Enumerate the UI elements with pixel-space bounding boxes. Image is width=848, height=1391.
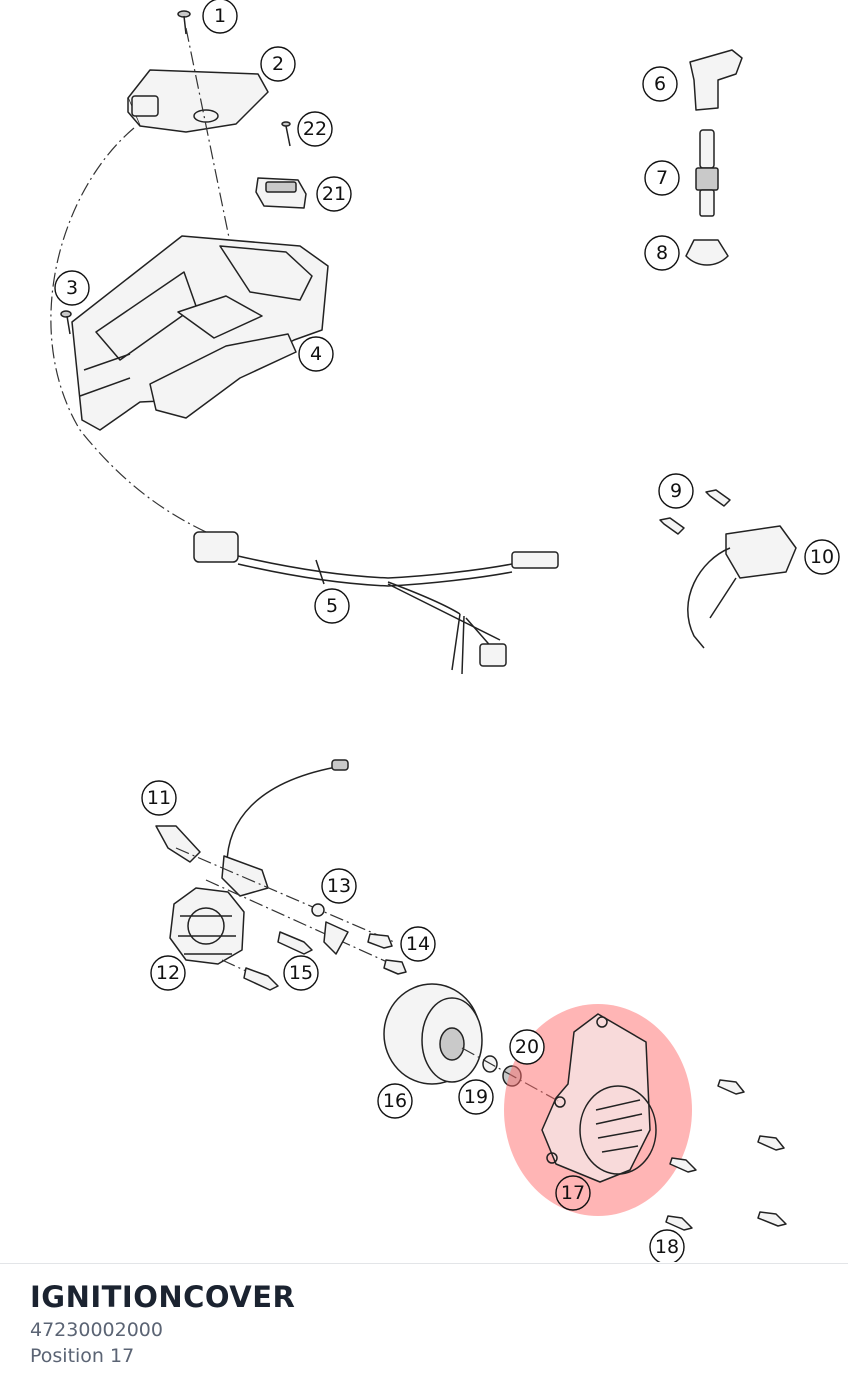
callout-20-circle	[509, 1029, 545, 1065]
callout-17-circle	[555, 1175, 591, 1211]
callout-9-label: 9	[670, 480, 682, 502]
callout-16[interactable]: 16	[377, 1083, 413, 1119]
callout-4-circle	[298, 336, 334, 372]
wiring-harness-drawing	[193, 531, 559, 675]
callout-1-label: 1	[214, 5, 226, 27]
callout-12-label: 12	[156, 962, 180, 984]
callout-4-label: 4	[310, 343, 322, 365]
rubber-holder-21-drawing	[255, 177, 307, 209]
callout-14[interactable]: 14	[400, 926, 436, 962]
callout-11-circle	[141, 780, 177, 816]
callout-9-circle	[658, 473, 694, 509]
callout-21[interactable]: 21	[316, 176, 352, 212]
cable-assembly-11-drawing	[155, 759, 349, 897]
callout-6[interactable]: 6	[642, 66, 678, 102]
callout-21-label: 21	[322, 183, 346, 205]
callout-6-label: 6	[654, 73, 666, 95]
callout-8[interactable]: 8	[644, 235, 680, 271]
callout-6-circle	[642, 66, 678, 102]
callout-14-label: 14	[406, 933, 430, 955]
callout-17-label: 17	[561, 1182, 585, 1204]
callout-7-circle	[644, 160, 680, 196]
sealing-ring-drawing	[685, 239, 729, 266]
bolts-15-drawing	[243, 931, 313, 991]
callout-22-label: 22	[303, 118, 327, 140]
callout-15[interactable]: 15	[283, 955, 319, 991]
callout-12[interactable]: 12	[150, 955, 186, 991]
part-position: Position 17	[30, 1345, 135, 1367]
spark-plug-drawing	[695, 129, 719, 217]
callout-10-circle	[804, 539, 840, 575]
callout-7-label: 7	[656, 167, 668, 189]
callout-13-circle	[321, 868, 357, 904]
cdi-unit-drawing	[127, 69, 269, 133]
callout-1[interactable]: 1	[202, 0, 238, 34]
callout-5[interactable]: 5	[314, 588, 350, 624]
callout-9[interactable]: 9	[658, 473, 694, 509]
stator-drawing	[169, 887, 245, 965]
ignition-cover-drawing	[541, 1013, 657, 1183]
callout-16-label: 16	[383, 1090, 407, 1112]
callout-2-label: 2	[272, 53, 284, 75]
callout-22[interactable]: 22	[297, 111, 333, 147]
callout-3-label: 3	[66, 277, 78, 299]
callout-17[interactable]: 17	[555, 1175, 591, 1211]
callout-21-circle	[316, 176, 352, 212]
callout-5-circle	[314, 588, 350, 624]
callout-20-label: 20	[515, 1036, 539, 1058]
callout-14-circle	[400, 926, 436, 962]
callout-18-circle	[649, 1229, 685, 1262]
callout-7[interactable]: 7	[644, 160, 680, 196]
screw-22-drawing	[281, 121, 291, 147]
callout-15-circle	[283, 955, 319, 991]
callout-19-circle	[458, 1079, 494, 1115]
callout-18-label: 18	[655, 1236, 679, 1258]
screw-3-drawing	[60, 310, 72, 335]
ignition-coil-drawing	[687, 525, 797, 649]
cable-guide-13-drawing	[311, 903, 349, 955]
callout-18[interactable]: 18	[649, 1229, 685, 1262]
callout-4[interactable]: 4	[298, 336, 334, 372]
flywheel-drawing	[383, 983, 483, 1085]
callout-13-label: 13	[327, 875, 351, 897]
callout-11-label: 11	[147, 787, 171, 809]
screw-1-drawing	[177, 10, 191, 35]
callout-3[interactable]: 3	[54, 270, 90, 306]
callout-8-label: 8	[656, 242, 668, 264]
callout-8-circle	[644, 235, 680, 271]
callout-15-label: 15	[289, 962, 313, 984]
connector-assembly-line	[50, 127, 207, 533]
callout-19[interactable]: 19	[458, 1079, 494, 1115]
callout-22-circle	[297, 111, 333, 147]
callout-5-label: 5	[326, 595, 338, 617]
callout-20[interactable]: 20	[509, 1029, 545, 1065]
callout-2[interactable]: 2	[260, 46, 296, 82]
callout-19-label: 19	[464, 1086, 488, 1108]
callout-12-circle	[150, 955, 186, 991]
part-info-panel: IGNITIONCOVER 47230002000 Position 17	[0, 1263, 848, 1391]
callout-11[interactable]: 11	[141, 780, 177, 816]
bolts-18-drawing	[665, 1079, 787, 1231]
part-number: 47230002000	[30, 1319, 163, 1341]
bracket-drawing	[71, 235, 329, 431]
spark-plug-cap-drawing	[689, 49, 743, 111]
part-title: IGNITIONCOVER	[30, 1280, 296, 1314]
bolts-14-drawing	[367, 933, 407, 975]
bolts-9-drawing	[659, 489, 731, 535]
callout-13[interactable]: 13	[321, 868, 357, 904]
callout-10-label: 10	[810, 546, 834, 568]
callout-3-circle	[54, 270, 90, 306]
callout-1-circle	[202, 0, 238, 34]
callout-16-circle	[377, 1083, 413, 1119]
callout-2-circle	[260, 46, 296, 82]
callout-10[interactable]: 10	[804, 539, 840, 575]
